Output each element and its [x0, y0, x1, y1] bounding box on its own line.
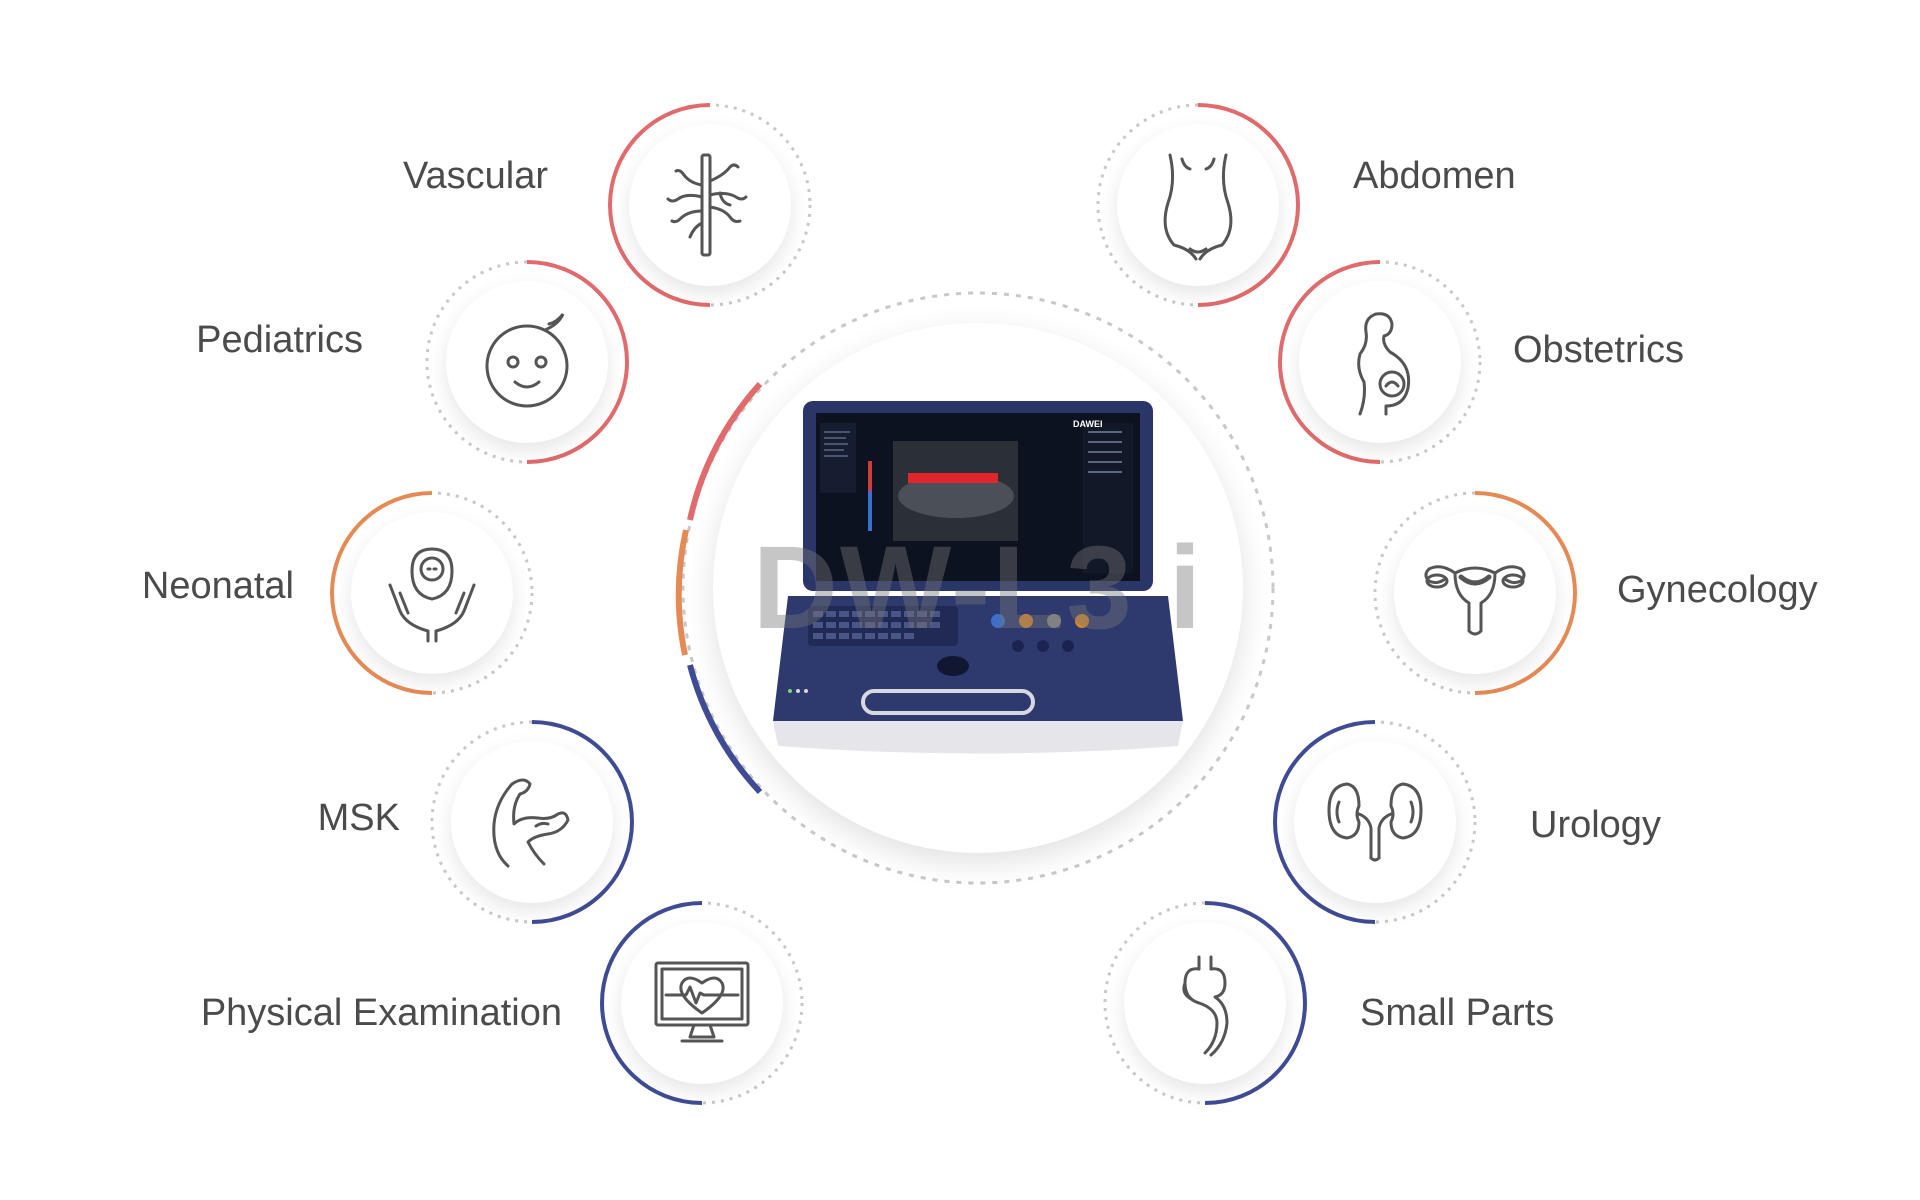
application-card-physical-examination	[621, 922, 783, 1084]
vascular-icon	[666, 153, 748, 257]
application-card-obstetrics	[1299, 281, 1461, 443]
kidneys-icon	[1327, 782, 1423, 862]
heart-monitor-icon	[654, 961, 750, 1043]
device-brand-text: DAWEI	[1073, 419, 1103, 429]
application-card-abdomen	[1117, 124, 1279, 286]
flexed-arm-icon	[492, 778, 570, 868]
application-label-obstetrics: Obstetrics	[1513, 329, 1685, 371]
application-label-physical-examination: Physical Examination	[200, 992, 562, 1034]
application-card-vascular	[629, 124, 791, 286]
application-card-gynecology	[1394, 512, 1556, 674]
application-card-urology	[1294, 741, 1456, 903]
uterus-icon	[1424, 565, 1526, 636]
application-label-msk: MSK	[317, 797, 400, 839]
application-card-neonatal	[351, 512, 513, 674]
application-card-pediatrics	[446, 281, 608, 443]
application-label-gynecology: Gynecology	[1617, 569, 1818, 611]
application-card-msk	[451, 741, 613, 903]
application-card-small-parts	[1124, 922, 1286, 1084]
model-name: DW-L3 i	[752, 522, 1204, 654]
application-label-pediatrics: Pediatrics	[196, 319, 363, 361]
application-label-small-parts: Small Parts	[1360, 992, 1555, 1034]
child-face-icon	[485, 313, 569, 408]
ultrasound-device-image: DAWEI	[773, 401, 1183, 754]
pregnant-woman-icon	[1357, 312, 1411, 416]
center-product-card: DAWEI DW-L3 i	[713, 323, 1243, 853]
thyroid-icon	[1182, 955, 1229, 1057]
application-label-vascular: Vascular	[402, 155, 548, 197]
application-label-abdomen: Abdomen	[1353, 155, 1516, 197]
torso-icon	[1163, 153, 1233, 261]
baby-in-hands-icon	[388, 547, 476, 643]
application-label-neonatal: Neonatal	[141, 565, 294, 607]
application-label-urology: Urology	[1530, 804, 1661, 846]
